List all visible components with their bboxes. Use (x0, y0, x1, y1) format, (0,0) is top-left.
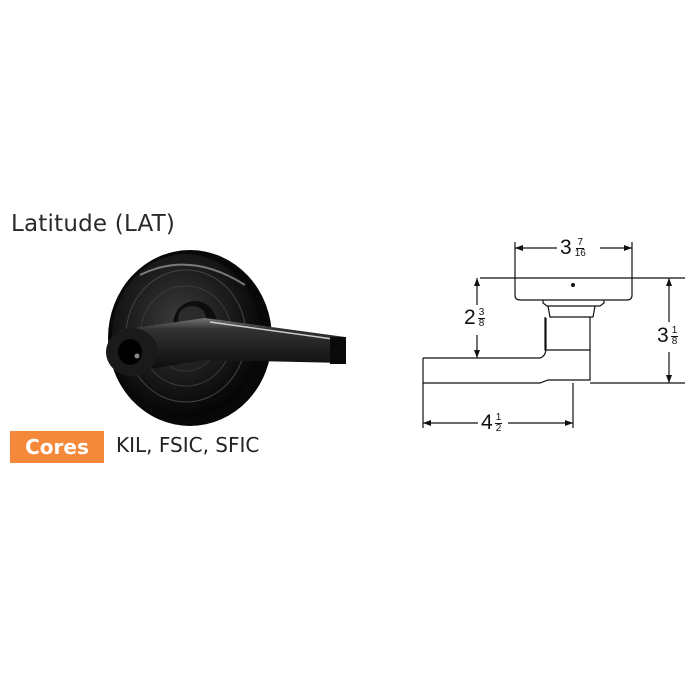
cores-list: KIL, FSIC, SFIC (116, 433, 260, 457)
dim-lever-offset: 2 3 8 (464, 306, 486, 329)
product-title: Latitude (LAT) (11, 211, 176, 237)
dim-lever-length: 4 1 2 (481, 411, 503, 434)
dim-projection: 3 1 8 (657, 324, 679, 347)
dim-rose-diameter: 3 7 16 (560, 236, 586, 259)
cores-badge: Cores (10, 431, 104, 463)
lever-handle (106, 318, 346, 376)
